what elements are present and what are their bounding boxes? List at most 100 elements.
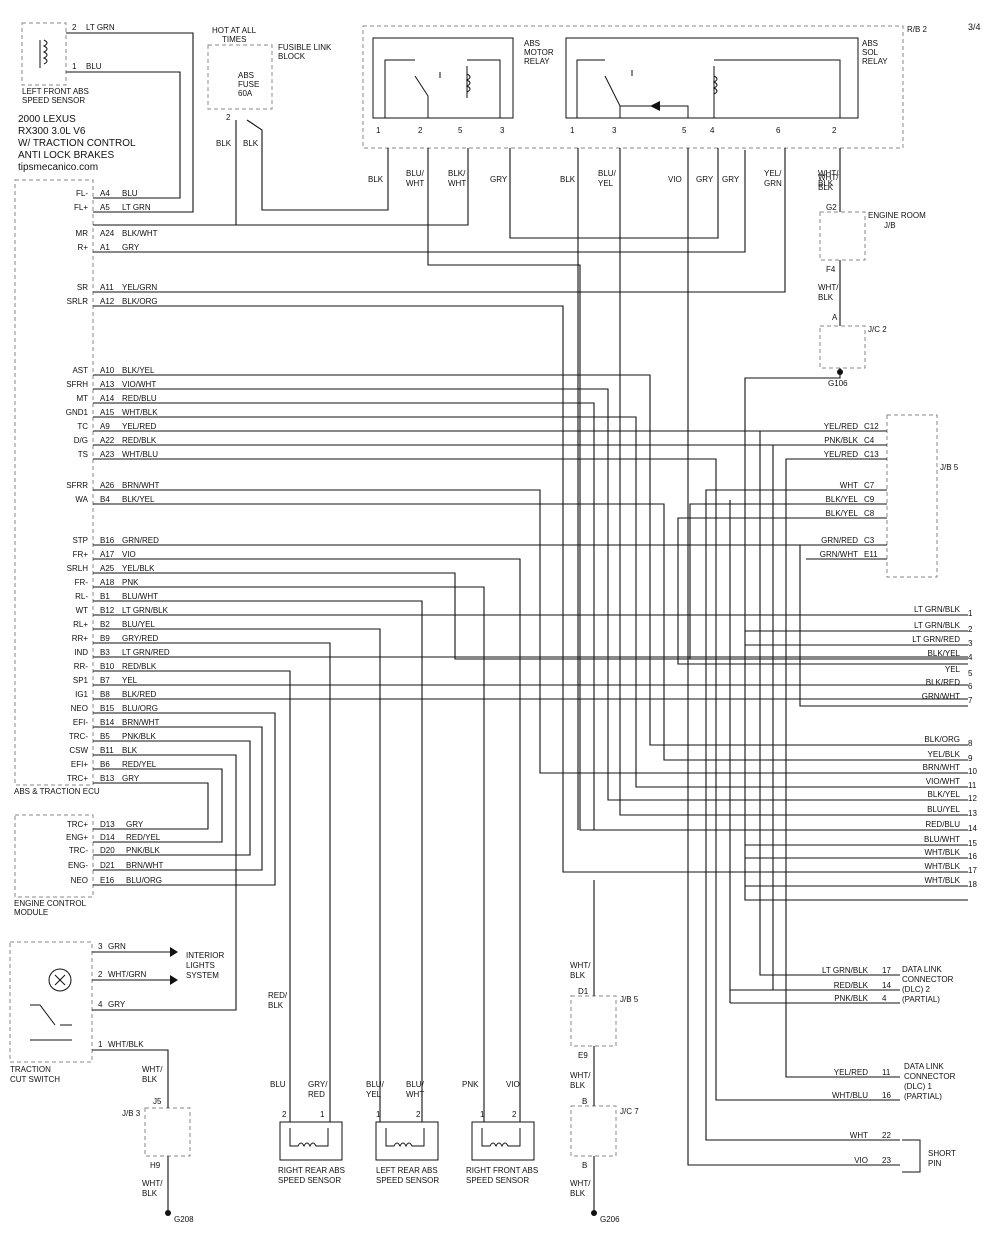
ecu-pin-number: A18 bbox=[100, 578, 115, 587]
wire-color-label: BLK/YEL bbox=[826, 509, 859, 518]
ecm-box bbox=[14, 814, 94, 898]
lf-sensor-box bbox=[21, 22, 67, 86]
wire-color-label: GRN/WHT bbox=[820, 550, 858, 559]
wire-color-label: BLU/WHT bbox=[122, 592, 158, 601]
wire-color-label: GRY bbox=[722, 175, 740, 184]
ecu-terminal-name: CSW bbox=[69, 746, 88, 755]
short-pin-label: SHORT bbox=[928, 1149, 956, 1158]
ecu-pin-number: A10 bbox=[100, 366, 115, 375]
lamp-filament-icon bbox=[54, 974, 66, 986]
wire-color-label: BLK/RED bbox=[122, 690, 156, 699]
wire-color-label: BLK/ bbox=[448, 169, 466, 178]
output-number: 10 bbox=[968, 767, 977, 776]
wire-color-label: BLK bbox=[216, 139, 232, 148]
wire-color-label: WHT/BLK bbox=[108, 1040, 144, 1049]
ecu-terminal-name: IG1 bbox=[75, 690, 88, 699]
fuse-pin-label: 2 bbox=[226, 113, 231, 122]
ecu-pin-number: B14 bbox=[100, 718, 115, 727]
ecu-pin-number: A14 bbox=[100, 394, 115, 403]
output-number: 16 bbox=[968, 852, 977, 861]
ecm-pin-number: D13 bbox=[100, 820, 115, 829]
ecm-pin-number: E16 bbox=[100, 876, 115, 885]
wire-color-label: BLK/YEL bbox=[122, 366, 155, 375]
wire-color-label: WHT bbox=[406, 1090, 424, 1099]
wire-color-label: BLK bbox=[142, 1189, 158, 1198]
ground-label: G106 bbox=[828, 379, 848, 388]
traction-cut-label: TRACTION bbox=[10, 1065, 51, 1074]
output-number: 2 bbox=[968, 625, 973, 634]
ground-label: G208 bbox=[174, 1215, 194, 1224]
jb5-pin-number: E11 bbox=[864, 550, 878, 559]
jb5-box bbox=[886, 414, 938, 578]
wire-color-label: YEL/RED bbox=[122, 422, 156, 431]
wire-color-label: GRN/RED bbox=[821, 536, 858, 545]
relay-pin-number: 2 bbox=[418, 126, 423, 135]
ecu-pin-number: B10 bbox=[100, 662, 115, 671]
jb-pin-label: E9 bbox=[578, 1051, 588, 1060]
ecm-terminal-name: TRC+ bbox=[67, 820, 88, 829]
wire-color-label: LT GRN/BLK bbox=[914, 621, 961, 630]
rr-sensor-label: RIGHT REAR ABS bbox=[278, 1166, 345, 1175]
motor-relay-label: RELAY bbox=[524, 57, 550, 66]
engine-room-jb-box bbox=[819, 211, 866, 261]
motor-relay-label: MOTOR bbox=[524, 48, 554, 57]
ecu-terminal-name: RR- bbox=[74, 662, 89, 671]
dlc-pin-number: 11 bbox=[882, 1068, 891, 1077]
wire-color-label: BRN/WHT bbox=[122, 481, 159, 490]
wire-color-label: WHT/ bbox=[570, 961, 591, 970]
jb5-bottom-box bbox=[570, 995, 617, 1047]
wire-color-label: LT GRN/BLK bbox=[122, 606, 169, 615]
relay-pin-number: 6 bbox=[776, 126, 781, 135]
ecu-terminal-name: RL+ bbox=[73, 620, 88, 629]
ecu-pin-number: A15 bbox=[100, 408, 115, 417]
output-number: 8 bbox=[968, 739, 973, 748]
ecm-terminal-name: TRC- bbox=[69, 846, 88, 855]
ecu-pin-number: B3 bbox=[100, 648, 110, 657]
ecu-terminal-name: MT bbox=[76, 394, 88, 403]
wire-color-label: BLK bbox=[122, 746, 138, 755]
relay-pin-number: 5 bbox=[458, 126, 463, 135]
wire-color-label: WHT/GRN bbox=[108, 970, 146, 979]
dlc-pin-number: 17 bbox=[882, 966, 891, 975]
wire-color-label: WHT/BLK bbox=[924, 862, 960, 871]
output-number: 3 bbox=[968, 639, 973, 648]
motor-relay-label: ABS bbox=[524, 39, 540, 48]
ecu-pin-number: A26 bbox=[100, 481, 115, 490]
wire-color-label: BLK/YEL bbox=[122, 495, 155, 504]
lf-pin-label: 1 bbox=[72, 62, 77, 71]
wire-color-label: BLK bbox=[560, 175, 576, 184]
interior-lights-label: SYSTEM bbox=[186, 971, 219, 980]
wire-color-label: WHT/BLU bbox=[122, 450, 158, 459]
watermark-line: tipsmecanico.com bbox=[18, 162, 98, 173]
ecu-terminal-name: EFI+ bbox=[71, 760, 88, 769]
pin-label: 2 bbox=[416, 1110, 421, 1119]
short-pin-number: 23 bbox=[882, 1156, 891, 1165]
wire-color-label: BLU bbox=[270, 1080, 286, 1089]
dlc2-label: DATA LINK bbox=[902, 965, 942, 974]
fusible-link-label: FUSIBLE LINK bbox=[278, 43, 332, 52]
ecu-terminal-name: RL- bbox=[75, 592, 88, 601]
fuse-label: ABS bbox=[238, 71, 254, 80]
wire-color-label: BLK bbox=[818, 179, 834, 188]
pin-label: 1 bbox=[376, 1110, 381, 1119]
fuse-label: 60A bbox=[238, 89, 253, 98]
ecu-terminal-name: R+ bbox=[78, 243, 89, 252]
wire-color-label: RED/BLU bbox=[925, 820, 960, 829]
ecu-terminal-name: EFI- bbox=[73, 718, 88, 727]
jb-pin-label: F4 bbox=[826, 265, 836, 274]
ecu-terminal-name: D/G bbox=[74, 436, 88, 445]
dlc2-label: (PARTIAL) bbox=[902, 995, 940, 1004]
wire-color-label: YEL/GRN bbox=[122, 283, 157, 292]
wire-color-label: GRY/RED bbox=[122, 634, 159, 643]
wire-color-label: RED/YEL bbox=[126, 833, 161, 842]
interior-lights-label: INTERIOR bbox=[186, 951, 224, 960]
wire-color-label: BLU/YEL bbox=[927, 805, 960, 814]
jb5-pin-number: C12 bbox=[864, 422, 879, 431]
relay-pin-number: 1 bbox=[570, 126, 575, 135]
watermark-line: W/ TRACTION CONTROL bbox=[18, 138, 136, 149]
